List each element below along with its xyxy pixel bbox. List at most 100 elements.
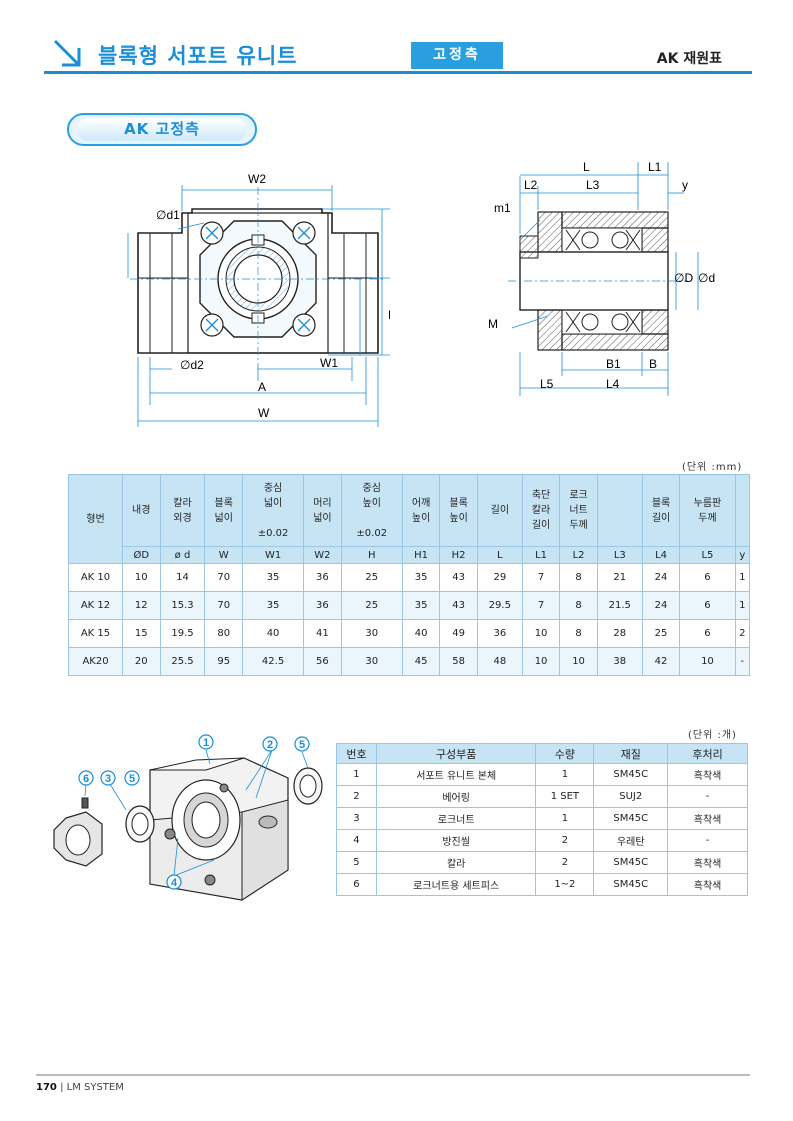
spec-value-cell: 6 [679, 591, 736, 620]
spec-col-header-line: ±0.02 [257, 527, 289, 539]
parts-cell: - [667, 785, 748, 808]
parts-cell: 1 SET [535, 785, 595, 808]
spec-value-cell: 2 [734, 619, 751, 648]
parts-cell: 흑착색 [667, 851, 748, 874]
spec-value-cell: 10 [521, 647, 561, 676]
spec-value-cell: 48 [476, 647, 523, 676]
spec-value-cell: 35 [401, 563, 441, 592]
spec-col-symbol: L1 [521, 546, 561, 564]
spec-value-cell: 29 [476, 563, 523, 592]
spec-value-cell: 15.3 [159, 591, 206, 620]
spec-col-symbol: H [340, 546, 403, 564]
spec-value-cell: 7 [521, 563, 561, 592]
spec-col-header-line: 넓이 [263, 497, 283, 509]
parts-cell: 흑착색 [667, 807, 748, 830]
parts-cell: 서포트 유니트 본체 [375, 763, 537, 786]
model-header: 형번 [68, 474, 123, 564]
dim-D-label: ∅D [674, 271, 693, 285]
spec-col-header-line: 길이 [651, 512, 671, 524]
spec-col-symbol: y [734, 546, 751, 564]
spec-value-cell: 45 [401, 647, 441, 676]
spec-col-symbol: L2 [559, 546, 598, 564]
spec-value-cell: 30 [340, 647, 403, 676]
parts-cell: 2 [535, 851, 595, 874]
spec-value-cell: 80 [204, 619, 243, 648]
dim-W1-label: W1 [320, 356, 338, 370]
footer-separator: | [60, 1082, 67, 1093]
model-cell: AK 10 [68, 563, 123, 592]
spec-value-cell: 43 [439, 563, 478, 592]
spec-value-cell: 40 [401, 619, 441, 648]
dim-L1-label: L1 [648, 160, 662, 174]
spec-value-cell: 49 [439, 619, 478, 648]
side-section-drawing: L L1 L2 L3 y m1 ∅D ∅d M B1 B L5 L4 [488, 160, 715, 396]
dim-L2-label: L2 [524, 178, 538, 192]
dim-B1-label: B1 [606, 357, 621, 371]
callout-5-right: 5 [299, 739, 305, 751]
spec-value-cell: 6 [679, 563, 736, 592]
spec-value-cell: 12 [122, 591, 161, 620]
spec-value-cell: 42.5 [241, 647, 305, 676]
spec-value-cell: 25 [641, 619, 681, 648]
parts-cell: 4 [336, 829, 377, 852]
spec-col-header-line: 두께 [698, 512, 717, 524]
spec-col-header-line: 축단 [531, 490, 551, 501]
footer-brand: LM SYSTEM [66, 1082, 124, 1093]
parts-cell: 6 [336, 873, 377, 896]
spec-col-header [596, 474, 643, 547]
spec-value-cell: 70 [204, 563, 243, 592]
dim-d1-label: ∅d1 [156, 208, 180, 222]
parts-cell: SM45C [593, 763, 669, 786]
spec-value-cell: 8 [559, 619, 598, 648]
spec-col-header-line: 중심 [263, 482, 283, 494]
parts-cell: 2 [336, 785, 377, 808]
spec-col-header-line: 누름판 [693, 497, 722, 509]
spec-col-symbol: L3 [596, 546, 643, 564]
spec-value-cell: 70 [204, 591, 243, 620]
spec-value-cell: 29.5 [476, 591, 523, 620]
dim-M-label: M [488, 317, 498, 331]
parts-cell: 흑착색 [667, 763, 748, 786]
dim-L-label: L [583, 160, 590, 174]
parts-cell: - [667, 829, 748, 852]
spec-value-cell: 41 [303, 619, 342, 648]
spec-value-cell: 1 [734, 563, 751, 592]
parts-unit-label: (단위 :개) [688, 730, 737, 741]
parts-cell: SM45C [593, 873, 669, 896]
dim-A-label: A [258, 380, 266, 394]
spec-col-symbol: ØD [122, 546, 161, 564]
spec-value-cell: 19.5 [159, 619, 206, 648]
dim-W2-label: W2 [248, 172, 266, 186]
parts-cell: 1 [535, 807, 595, 830]
parts-cell: 1 [535, 763, 595, 786]
spec-value-cell: 24 [641, 591, 681, 620]
model-cell: AK20 [68, 647, 123, 676]
model-cell: AK 12 [68, 591, 123, 620]
spec-value-cell: 6 [679, 619, 736, 648]
section-tab: 고정측 [411, 42, 503, 69]
parts-col-header: 후처리 [667, 743, 748, 764]
spec-col-header-line: 어깨 [411, 497, 431, 509]
dim-L4-label: L4 [606, 377, 620, 391]
spec-value-cell: - [734, 647, 751, 676]
spec-value-cell: 43 [439, 591, 478, 620]
parts-cell: 3 [336, 807, 377, 830]
front-view-drawing: W2 ∅d1 h H1 H2 H ∅d2 W1 A W [127, 172, 390, 427]
dim-L3-label: L3 [586, 178, 600, 192]
spec-value-cell: 36 [303, 563, 342, 592]
page-title: 블록형 서포트 유니트 [98, 44, 298, 68]
spec-value-cell: 56 [303, 647, 342, 676]
